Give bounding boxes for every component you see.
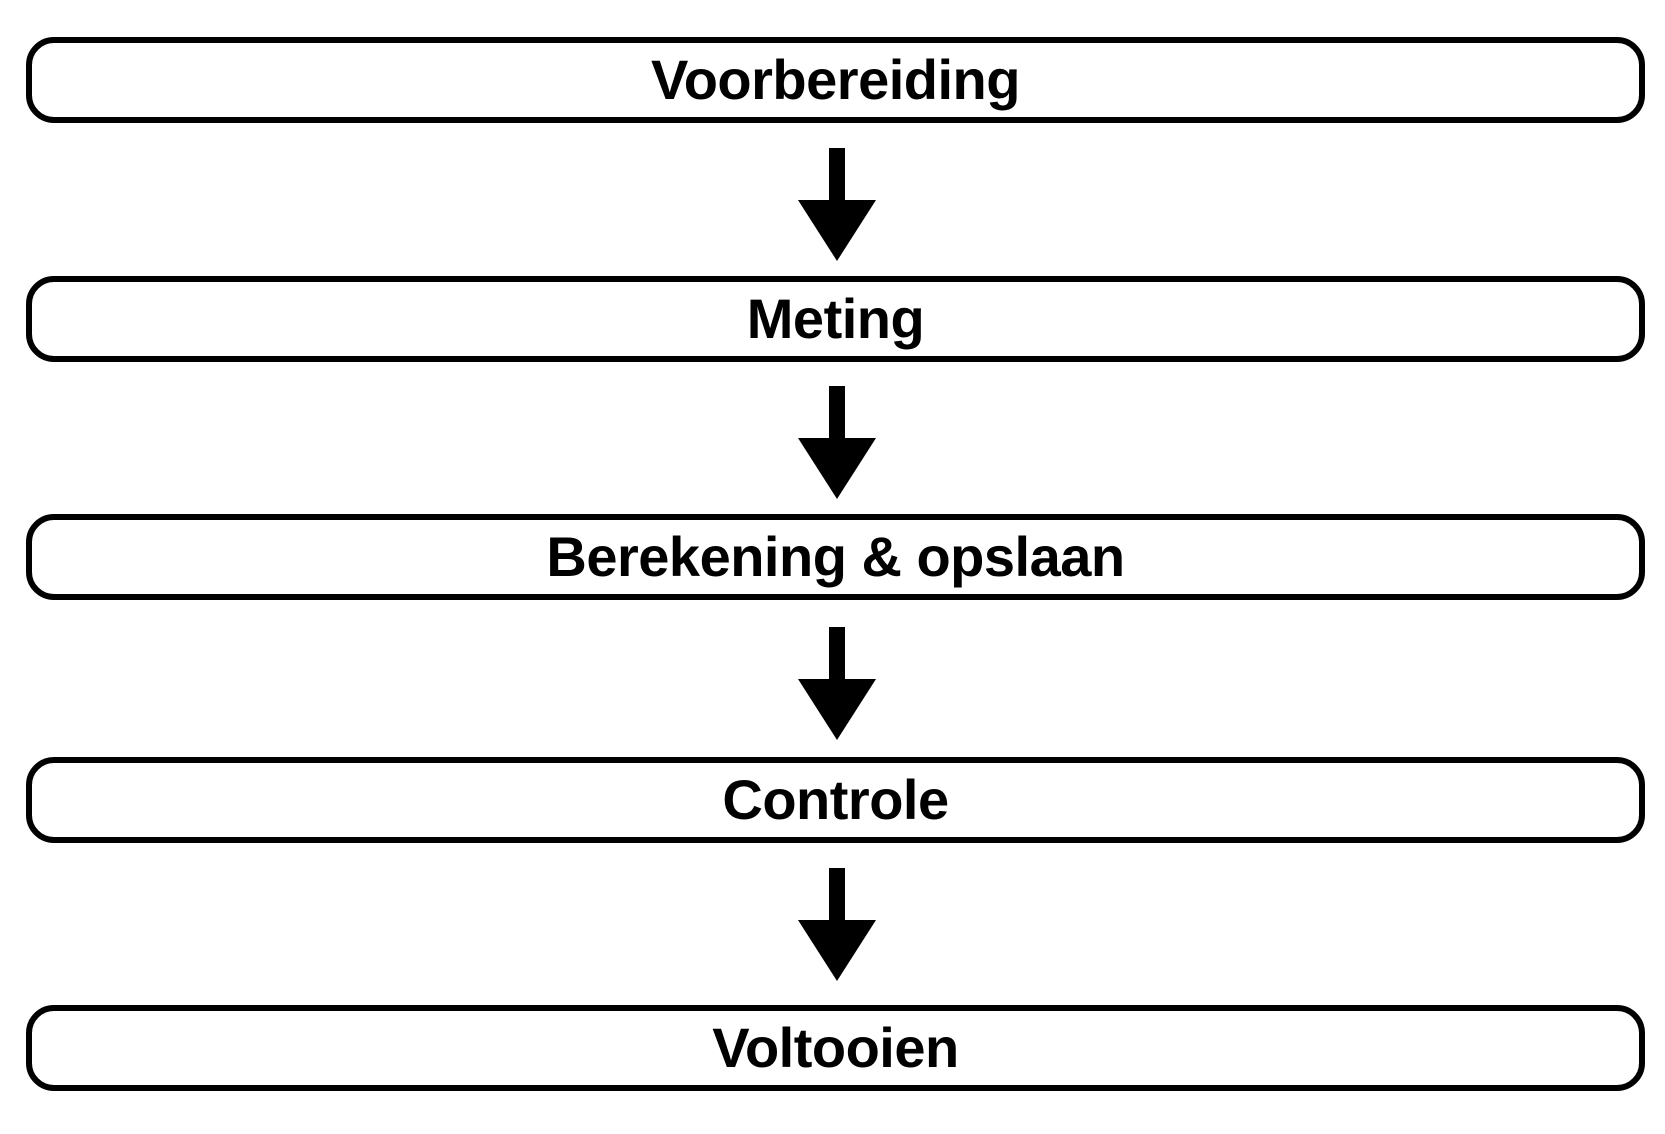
- down-arrow-icon: [798, 868, 876, 981]
- down-arrow-icon: [798, 148, 876, 261]
- down-arrow-shape: [798, 627, 876, 740]
- flow-step-label: Voltooien: [712, 1016, 959, 1079]
- flow-step-label: Meting: [746, 287, 925, 350]
- flow-step-controle: Controle: [26, 757, 1645, 843]
- down-arrow-shape: [798, 148, 876, 261]
- flow-step-label: Voorbereiding: [651, 48, 1020, 111]
- down-arrow-icon: [798, 386, 876, 499]
- flow-step-voltooien: Voltooien: [26, 1005, 1645, 1091]
- flow-step-voorbereiding: Voorbereiding: [26, 37, 1645, 123]
- down-arrow-shape: [798, 868, 876, 981]
- down-arrow-shape: [798, 386, 876, 499]
- flow-step-label: Berekening & opslaan: [546, 525, 1125, 588]
- flow-step-label: Controle: [722, 768, 949, 831]
- flow-step-berekening-opslaan: Berekening & opslaan: [26, 514, 1645, 600]
- down-arrow-icon: [798, 627, 876, 740]
- flow-step-meting: Meting: [26, 276, 1645, 362]
